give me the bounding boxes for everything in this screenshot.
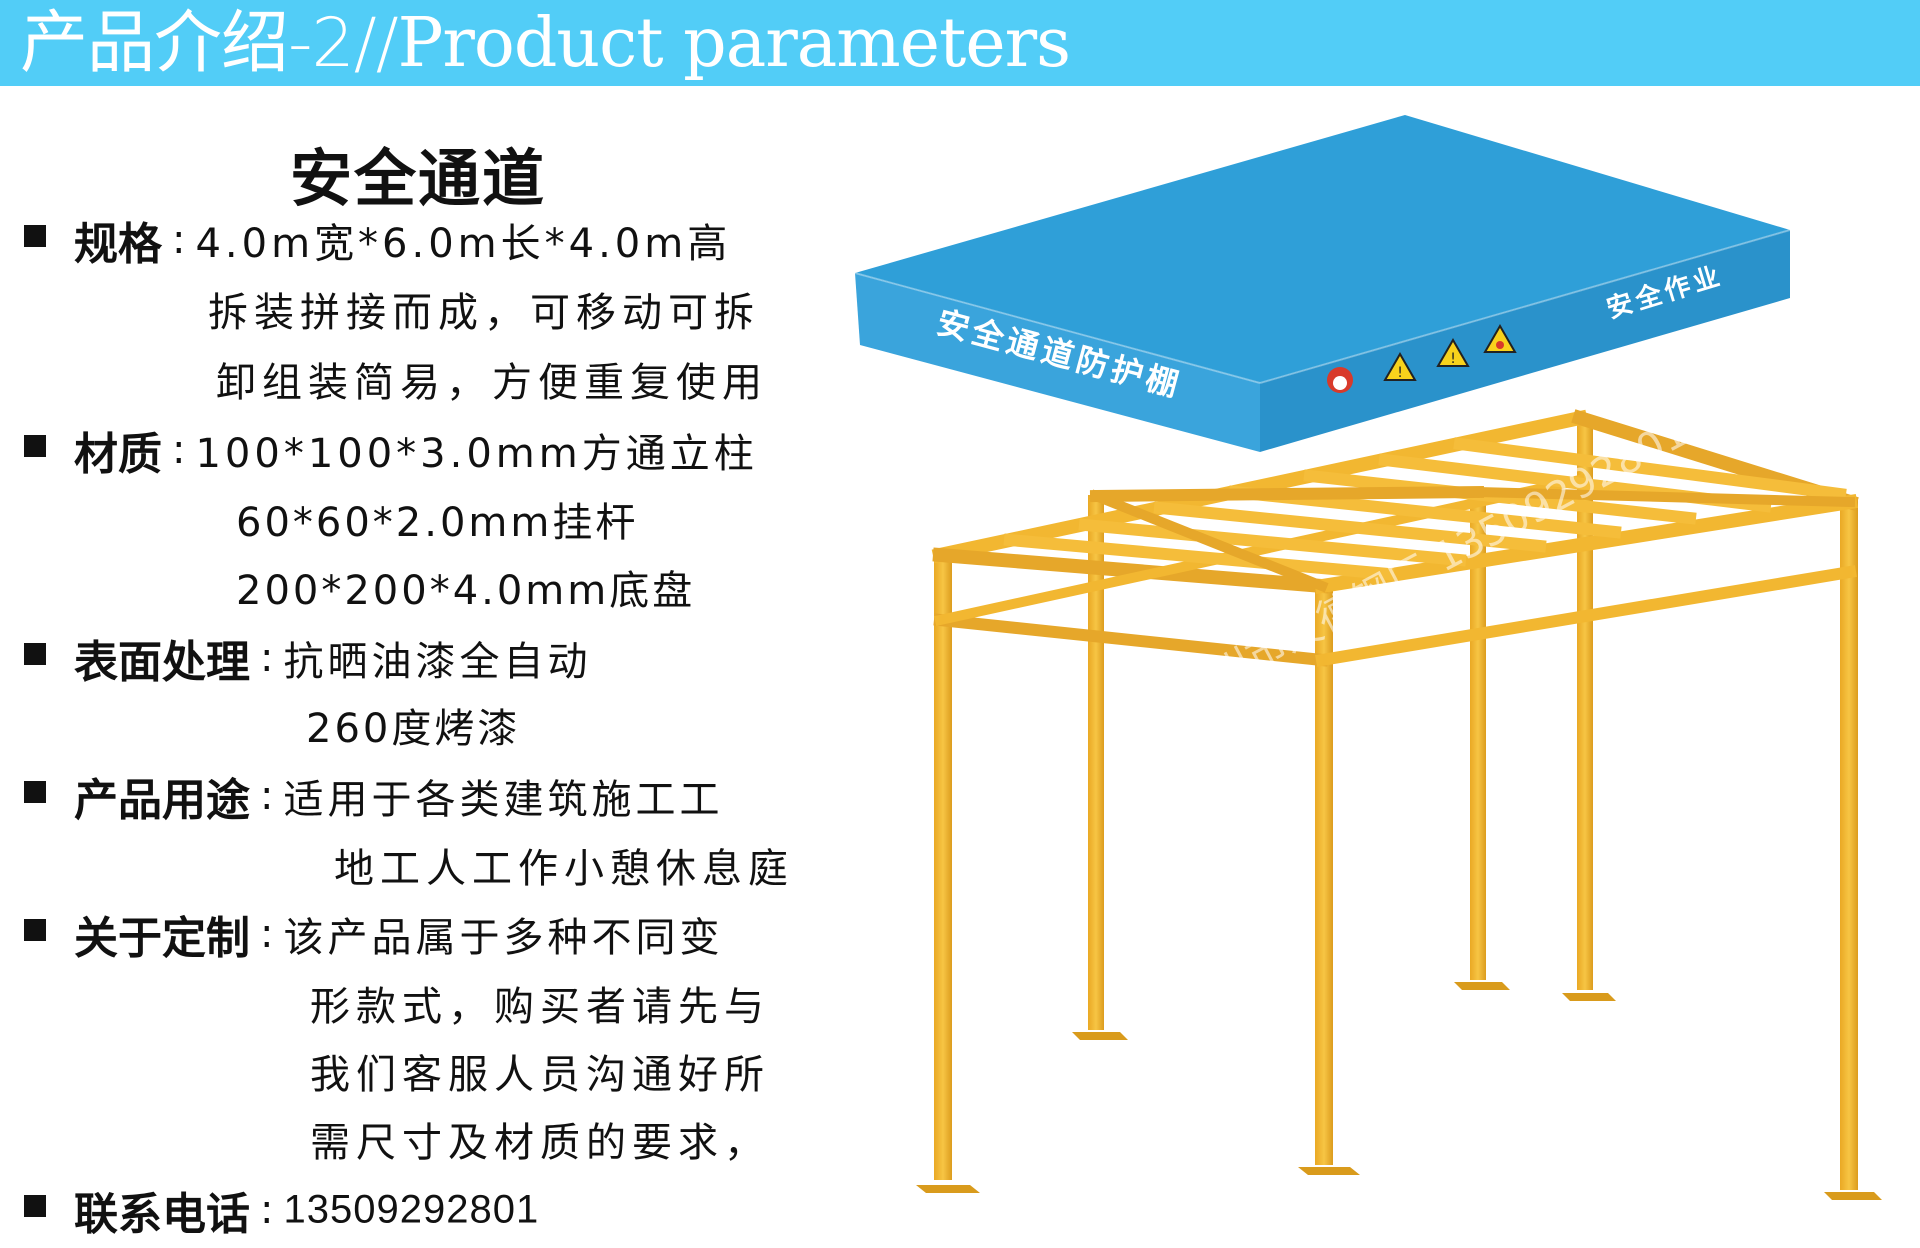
frame-beams — [931, 409, 1859, 667]
safety-passage-illustration: 安全通道防护棚 安全作业 ! ! 广州市友德钢厂 13509292801 — [854, 115, 1882, 1200]
spec-row-material: 材质:100*100*3.0mm方通立柱 — [24, 418, 758, 482]
spec-label: 规格 — [74, 219, 162, 270]
spec-value: 4.0m宽*6.0m长*4.0m高 — [195, 221, 732, 267]
spec-line: 需尺寸及材质的要求， — [310, 1120, 770, 1166]
roof-canopy: 安全通道防护棚 安全作业 ! ! — [854, 115, 1791, 452]
spec-row-size: 规格:4.0m宽*6.0m长*4.0m高 — [24, 208, 731, 272]
svg-text:!: ! — [1450, 351, 1456, 367]
page-title-cn: 产品介绍-2// — [20, 4, 399, 83]
fire-warning-sign-icon — [1483, 323, 1517, 353]
spec-line: 我们客服人员沟通好所 — [310, 1052, 770, 1098]
spec-colon: : — [172, 217, 186, 263]
bullet-square-icon — [24, 225, 46, 247]
spec-label: 联系电话 — [74, 1189, 250, 1240]
spec-row-surface: 表面处理:抗晒油漆全自动 — [24, 626, 591, 690]
spec-value: 100*100*3.0mm方通立柱 — [195, 431, 758, 477]
spec-line: 卸组装简易，方便重复使用 — [216, 360, 768, 406]
spec-line: 拆装拼接而成，可移动可拆 — [208, 290, 760, 336]
spec-row-custom: 关于定制:该产品属于多种不同变 — [24, 902, 723, 966]
spec-colon: : — [260, 635, 274, 681]
bullet-square-icon — [24, 435, 46, 457]
bullet-square-icon — [24, 1195, 46, 1217]
spec-value: 该产品属于多种不同变 — [283, 915, 724, 961]
spec-row-usage: 产品用途:适用于各类建筑施工工 — [24, 764, 723, 828]
spec-colon: : — [260, 911, 274, 957]
page-title-en: Product parameters — [397, 4, 1071, 83]
spec-label: 材质 — [74, 429, 162, 480]
warning-sign-icon: ! — [1383, 351, 1417, 381]
spec-colon: : — [260, 773, 274, 819]
svg-text:!: ! — [1397, 365, 1403, 381]
bullet-square-icon — [24, 781, 46, 803]
warning-sign-icon: ! — [1436, 337, 1470, 367]
spec-colon: : — [260, 1187, 274, 1233]
header-bar: 产品介绍-2//Product parameters — [0, 0, 1920, 86]
spec-colon: : — [172, 427, 186, 473]
hard-hat-sign-icon — [1327, 367, 1353, 393]
spec-row-phone: 联系电话:13509292801 — [24, 1178, 539, 1242]
phone-number: 13509292801 — [283, 1187, 540, 1232]
spec-label: 产品用途 — [74, 775, 250, 826]
bullet-square-icon — [24, 919, 46, 941]
spec-line: 形款式，购买者请先与 — [310, 984, 770, 1030]
page-title: 产品介绍-2//Product parameters — [20, 4, 1071, 84]
spec-label: 关于定制 — [74, 913, 250, 964]
spec-value: 适用于各类建筑施工工 — [283, 777, 724, 823]
spec-label: 表面处理 — [74, 637, 250, 688]
spec-line: 60*60*2.0mm挂杆 — [236, 500, 639, 546]
spec-line: 260度烤漆 — [306, 706, 521, 752]
bullet-square-icon — [24, 643, 46, 665]
spec-value: 抗晒油漆全自动 — [283, 639, 592, 685]
frame-posts — [916, 415, 1882, 1200]
product-title: 安全通道 — [290, 142, 547, 215]
spec-line: 200*200*4.0mm底盘 — [236, 568, 696, 614]
spec-line: 地工人工作小憩休息庭 — [334, 846, 794, 892]
